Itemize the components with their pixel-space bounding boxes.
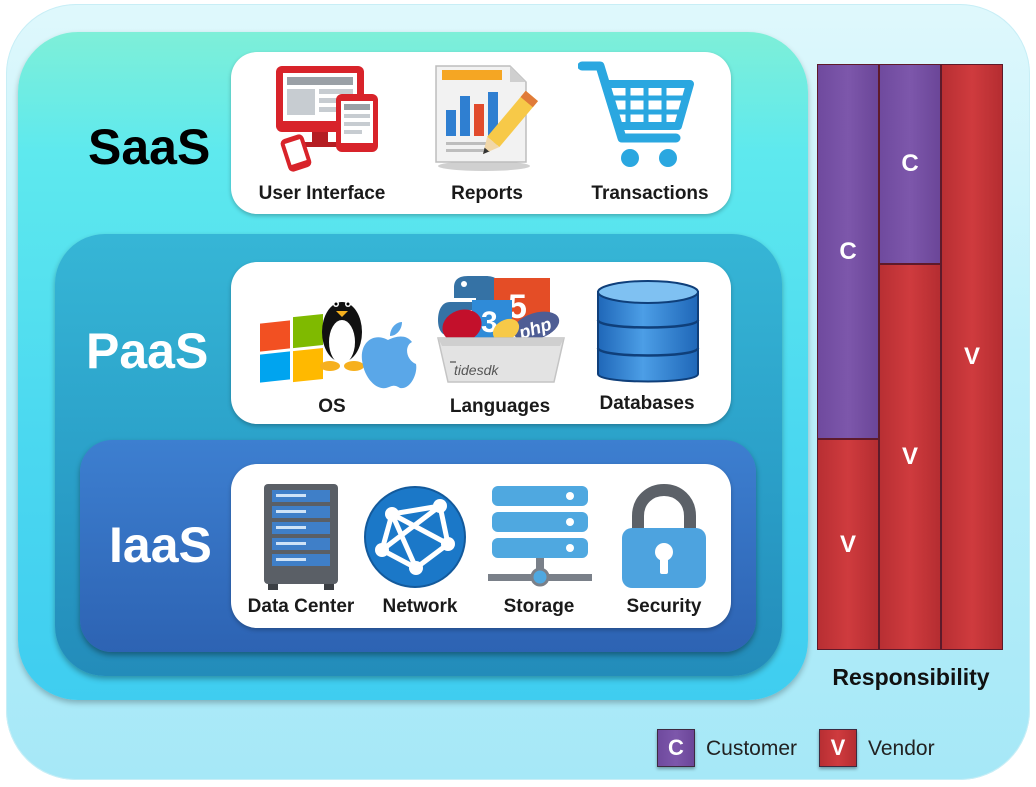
tidesdk-logo-text: tidesdk (454, 362, 499, 378)
legend-vendor-swatch: V (819, 729, 857, 767)
paas-item-label: Databases (599, 393, 695, 414)
legend-vendor-label: Vendor (868, 737, 935, 760)
os-logos-icon (260, 301, 417, 389)
reports-icon (435, 65, 538, 171)
vendor-segment: V (817, 439, 879, 650)
saas-item-label: User Interface (258, 183, 386, 204)
saas-item-label: Reports (451, 183, 523, 204)
iaas-item-label: Data Center (247, 596, 355, 617)
responsibility-title: Responsibility (832, 664, 990, 690)
saas-item-label: Transactions (591, 183, 709, 204)
paas-label: PaaS (86, 323, 209, 379)
storage-icon (488, 486, 592, 587)
saas-label: SaaS (88, 119, 211, 175)
customer-segment: C (879, 64, 941, 264)
languages-icon: 5 3 php (437, 276, 565, 383)
iaas-item-label: Storage (503, 596, 575, 617)
iaas-item-label: Security (626, 596, 702, 617)
paas-item-label: OS (318, 396, 346, 417)
responsibility-chart: C V C V V (817, 64, 1003, 650)
server-rack-icon (264, 484, 338, 590)
database-icon (596, 280, 700, 383)
svg-text:5: 5 (508, 288, 527, 326)
globe-network-icon (364, 486, 466, 588)
iaas-label: IaaS (109, 517, 212, 573)
customer-segment: C (817, 64, 879, 439)
legend-customer-swatch: C (657, 729, 695, 767)
user-interface-icon (276, 66, 378, 172)
vendor-segment: V (879, 264, 941, 650)
shopping-cart-icon (578, 61, 694, 167)
legend-customer-label: Customer (706, 737, 798, 760)
vendor-segment: V (941, 64, 1003, 650)
paas-item-label: Languages (449, 396, 551, 417)
padlock-icon (622, 484, 706, 588)
iaas-item-label: Network (382, 596, 458, 617)
